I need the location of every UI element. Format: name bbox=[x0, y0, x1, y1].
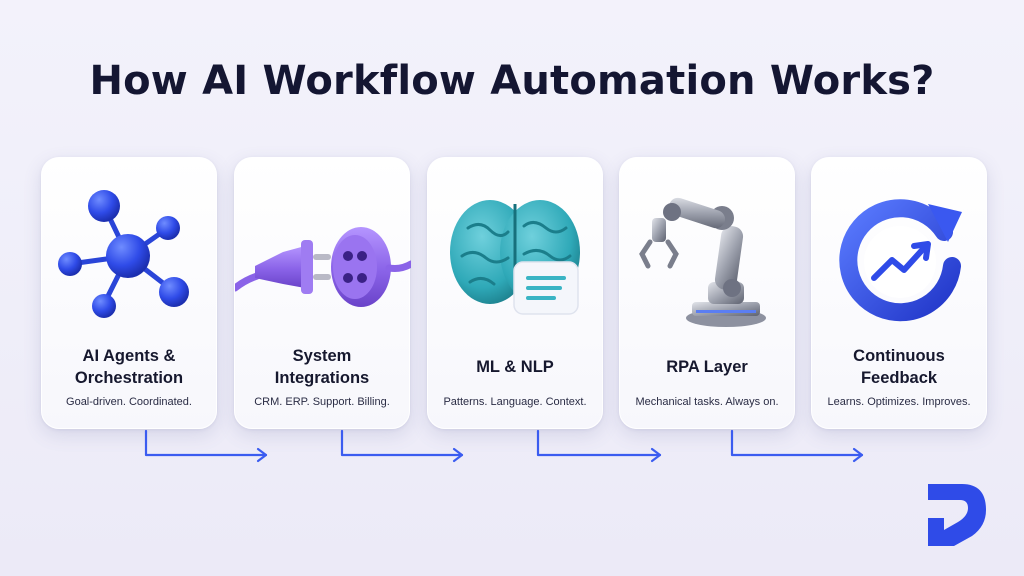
feedback-loop-icon bbox=[839, 199, 962, 322]
card-continuous-feedback: Continuous Feedback Learns. Optimizes. I… bbox=[811, 157, 987, 429]
card-heading: Continuous Feedback bbox=[853, 347, 945, 387]
page-title: How AI Workflow Automation Works? bbox=[89, 58, 935, 104]
card-caption: Goal-driven. Coordinated. bbox=[66, 396, 192, 408]
flow-arrow-2 bbox=[340, 429, 464, 457]
card-ml-nlp: ML & NLP Patterns. Language. Context. bbox=[427, 157, 603, 429]
card-heading: System Integrations bbox=[274, 347, 370, 387]
card-caption: Patterns. Language. Context. bbox=[443, 396, 587, 408]
flow-arrow-4 bbox=[730, 429, 864, 457]
card-caption: CRM. ERP. Support. Billing. bbox=[254, 396, 390, 408]
flow-arrow-1 bbox=[144, 429, 268, 457]
card-system-integrations: System Integrations CRM. ERP. Support. B… bbox=[234, 157, 411, 429]
card-ai-agents: AI Agents & Orchestration Goal-driven. C… bbox=[41, 157, 217, 429]
network-nodes-icon bbox=[58, 190, 189, 318]
card-caption: Learns. Optimizes. Improves. bbox=[827, 396, 971, 408]
card-rpa-layer: RPA Layer Mechanical tasks. Always on. bbox=[619, 157, 795, 429]
card-heading: AI Agents & Orchestration bbox=[74, 347, 184, 387]
card-heading: RPA Layer bbox=[666, 358, 748, 376]
brain-document-icon bbox=[450, 200, 580, 315]
brand-logo-icon bbox=[928, 484, 986, 546]
flow-arrow-3 bbox=[536, 429, 662, 457]
card-caption: Mechanical tasks. Always on. bbox=[635, 396, 779, 408]
plug-socket-icon bbox=[235, 227, 411, 307]
card-heading: ML & NLP bbox=[476, 358, 554, 376]
robot-arm-icon bbox=[639, 197, 766, 327]
